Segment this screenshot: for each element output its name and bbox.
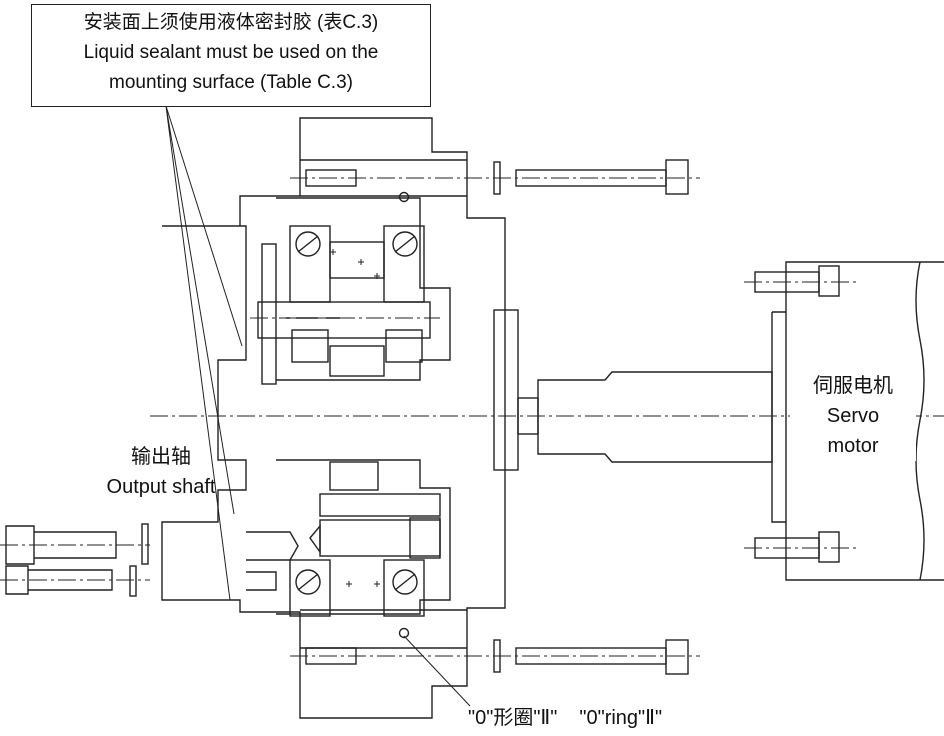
flange-outline (300, 159, 467, 649)
lower-bearing-right (383, 559, 425, 617)
oring-leader (403, 635, 471, 707)
o-ring-label-en: "0"ring"Ⅱ" (579, 707, 663, 729)
sealant-note-chinese: 安装面上须使用液体密封胶 (表C.3) (83, 12, 379, 33)
o-ring-label-cn: "0"形圈"Ⅱ" (468, 707, 558, 729)
output-shaft-label-cn: 输出轴 (131, 446, 191, 468)
o-ring-bottom (398, 627, 410, 639)
upper-bearing-right (383, 225, 425, 363)
motor-shaft (537, 371, 773, 463)
sealant-note-english-line1: Liquid sealant must be used on the (83, 42, 379, 63)
servo-motor-label-en-2: motor (827, 435, 879, 457)
servo-motor-label: 伺服电机 Servo motor (790, 371, 916, 461)
output-shaft-label-en: Output shaft (106, 476, 216, 498)
carrier-outline (276, 197, 451, 381)
o-ring-label: "0"形圈"Ⅱ" "0"ring"Ⅱ" (468, 701, 684, 730)
sealant-leader (165, 105, 243, 601)
planet-shaft (257, 301, 431, 339)
servo-motor-label-en-1: Servo (826, 405, 880, 427)
sealant-note-english-line2: mounting surface (Table C.3) (109, 72, 353, 93)
o-ring-top (398, 191, 410, 203)
lower-bearing-left (289, 559, 331, 617)
upper-bearing-left (289, 225, 331, 363)
sealant-callout-box: 安装面上须使用液体密封胶 (表C.3) Liquid sealant must … (31, 4, 431, 107)
output-shaft-label: 输出轴 Output shaft (98, 442, 224, 502)
housing-outline (161, 117, 506, 719)
servo-motor-outline (771, 261, 944, 523)
input-shaft-hub (493, 309, 519, 471)
planet-gear (261, 243, 277, 385)
servo-motor-label-cn: 伺服电机 (813, 375, 893, 397)
